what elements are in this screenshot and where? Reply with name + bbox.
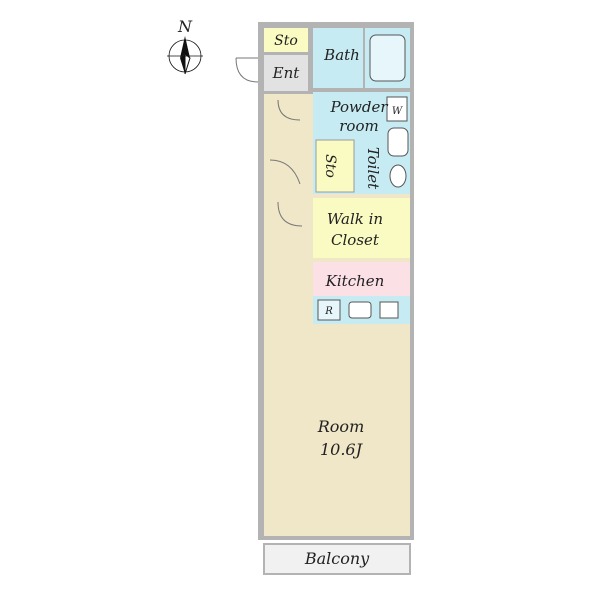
bathtub-icon (369, 34, 406, 82)
closet-label-line1: Walk in (327, 210, 383, 228)
closet-label-line2: Closet (331, 231, 380, 249)
stove-icon (348, 301, 372, 319)
storage-mid (315, 139, 355, 193)
powder-room-label-line1: Powder (329, 98, 388, 116)
balcony (263, 543, 411, 575)
kitchen-sink-icon (379, 301, 399, 319)
storage-top (264, 28, 308, 52)
kitchen-label: Kitchen (325, 272, 385, 290)
balcony-label: Balcony (304, 549, 370, 568)
storage-top-label: Sto (274, 33, 298, 49)
bath-label: Bath (323, 46, 360, 64)
storage-mid-label: Sto (322, 154, 338, 178)
refrigerator-icon (317, 299, 341, 321)
door-swing-icon (235, 57, 303, 227)
sink-icon (387, 127, 409, 157)
toilet-label: Toilet (364, 147, 382, 190)
entrance (264, 55, 308, 91)
refrigerator-label: R (324, 306, 333, 317)
toilet-icon (389, 164, 407, 188)
entrance-label: Ent (272, 64, 301, 82)
room-size-label: 10.6J (320, 440, 364, 459)
powder-room-label-line2: room (339, 117, 378, 135)
compass-label: N (177, 17, 193, 36)
room-name-label: Room (317, 417, 364, 436)
north-compass-icon: N (167, 17, 203, 75)
washer-label: W (392, 106, 403, 117)
washer-icon (386, 96, 408, 122)
walk-in-closet (313, 198, 410, 258)
